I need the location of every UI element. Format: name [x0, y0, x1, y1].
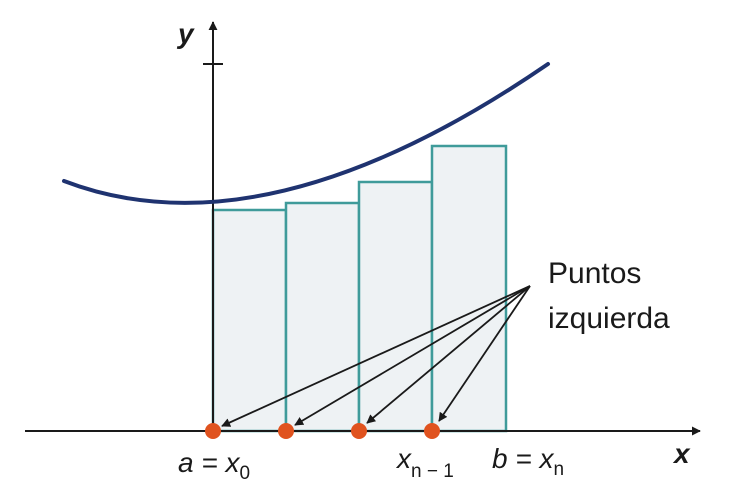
tick-label-xn-1-sub: n − 1 — [411, 461, 454, 482]
tick-label-xn-1-main: x — [395, 443, 412, 474]
arrow-to-point-4 — [438, 285, 531, 422]
rectangle-1 — [211, 208, 288, 433]
left-point-2 — [278, 423, 294, 439]
left-point-1 — [205, 423, 221, 439]
arrow-to-point-2 — [294, 285, 531, 426]
left-point-4 — [424, 423, 440, 439]
arrow-to-point-3 — [366, 285, 531, 424]
left-endpoints — [205, 423, 440, 439]
rectangle-3 — [357, 180, 434, 433]
rectangle-4 — [430, 144, 508, 433]
tick-label-a-x0-sub: 0 — [239, 463, 250, 484]
tick-label-xn-1: xn − 1 — [395, 443, 454, 482]
y-axis-label: y — [176, 18, 195, 49]
annotation-line-2: izquierda — [548, 302, 670, 335]
tick-label-b-xn: b = xn — [492, 443, 564, 480]
tick-label-b-xn-main: b = x — [492, 443, 554, 474]
rectangle-2 — [284, 201, 361, 433]
annotation-arrows — [221, 285, 531, 427]
function-curve — [62, 62, 550, 205]
left-point-3 — [351, 423, 367, 439]
tick-label-b-xn-sub: n — [553, 459, 564, 480]
arrow-to-point-1 — [221, 285, 531, 427]
x-axis-label: x — [672, 438, 691, 469]
tick-label-a-x0: a = x0 — [178, 447, 250, 484]
rectangles-group — [211, 144, 508, 433]
tick-label-a-x0-main: a = x — [178, 447, 240, 478]
annotation-line-1: Puntos — [548, 257, 641, 290]
